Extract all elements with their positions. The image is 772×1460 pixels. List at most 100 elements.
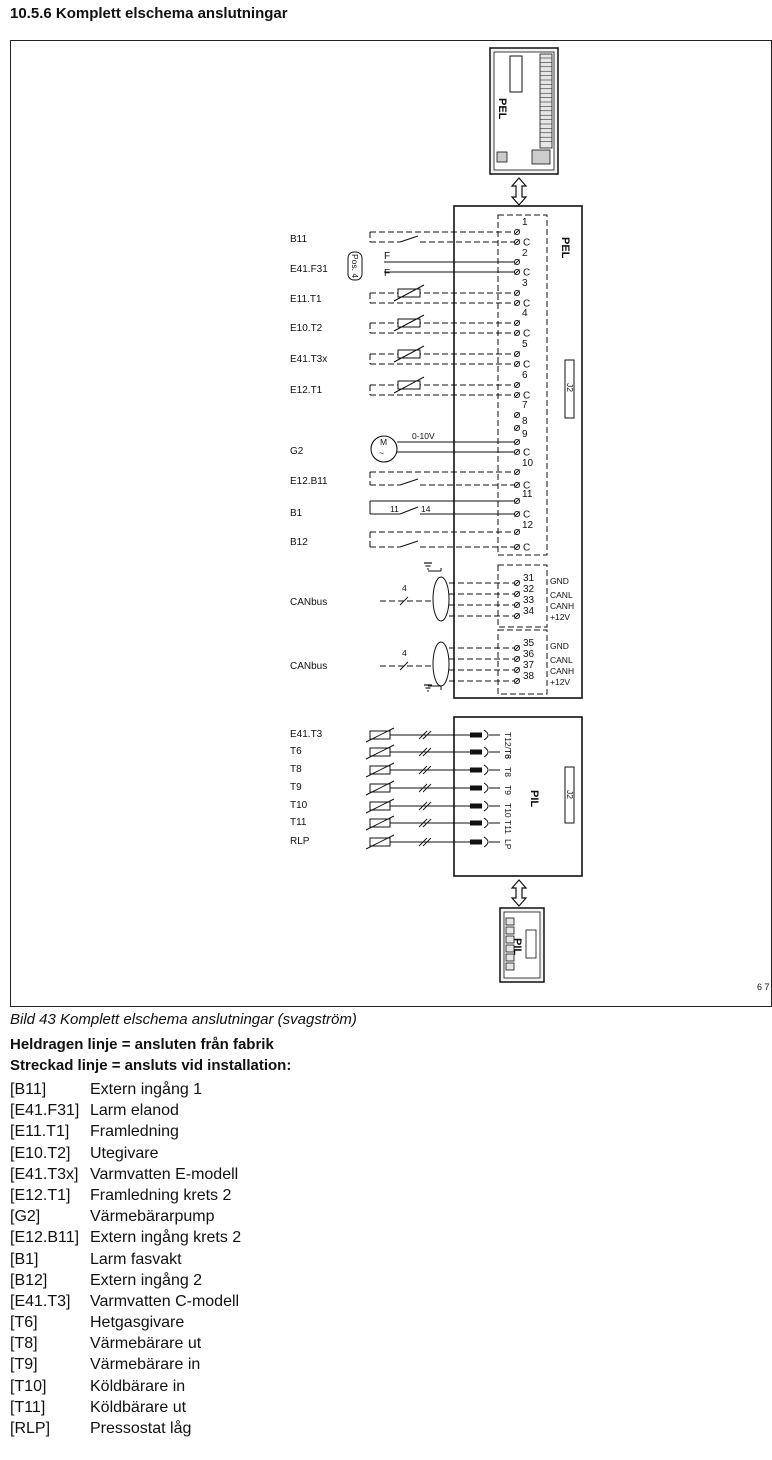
common-terminal-label: C xyxy=(523,299,530,310)
pil-board-slot xyxy=(525,929,537,959)
pil-cable-slash xyxy=(418,730,428,740)
screw-slash xyxy=(514,259,520,265)
screw-slash xyxy=(514,449,520,455)
pil-socket xyxy=(483,782,489,794)
pil-board-connector xyxy=(505,935,515,944)
pel-panel-ref: J2 xyxy=(565,383,575,392)
screw-slash xyxy=(514,269,520,275)
legend-desc: Larm elanod xyxy=(90,1102,179,1120)
legend-desc: Extern ingång 2 xyxy=(90,1271,203,1289)
screw-slash xyxy=(514,290,520,296)
screw-slash xyxy=(514,439,520,445)
legend-code: [B11] xyxy=(10,1081,47,1098)
screw-slash xyxy=(514,320,520,326)
pil-cable-slash xyxy=(418,818,428,828)
pil-cable-slash xyxy=(422,783,432,793)
pil-plug xyxy=(470,767,482,773)
legend-desc: Värmebärare in xyxy=(90,1356,201,1374)
e12-b11-switch xyxy=(399,478,419,486)
can-terminal-block-1 xyxy=(497,564,548,628)
pil-socket xyxy=(483,764,489,776)
pil-panel-ref: J2 xyxy=(565,790,575,799)
motor-glyph: M xyxy=(380,437,387,447)
common-terminal-label: C xyxy=(523,481,530,492)
pil-link-arrow xyxy=(510,879,528,907)
pil-sensor-slash xyxy=(365,727,395,743)
common-terminal-label: C xyxy=(523,329,530,340)
screw-slash xyxy=(514,678,520,684)
pil-terminal-label: T8 xyxy=(503,767,513,777)
pil-sensor-slash xyxy=(365,762,395,778)
can-signal-label: CANL xyxy=(550,590,573,600)
pil-board-label: PIL xyxy=(511,938,523,955)
pil-terminal-label: T10 xyxy=(503,803,513,818)
e41-f31-fuse-mark: F xyxy=(384,251,390,262)
canbus-cable-slash xyxy=(399,661,409,671)
screw-slash xyxy=(514,580,520,586)
legend-code: [T11] xyxy=(10,1398,46,1416)
common-terminal-label: C xyxy=(523,268,530,279)
common-terminal-label: C xyxy=(523,391,530,402)
pil-cable-slash xyxy=(418,837,428,847)
pil-socket xyxy=(483,800,489,812)
legend-dashed-line-note: Streckad linje = ansluts vid installatio… xyxy=(10,1057,292,1074)
figure-id: 6 7 xyxy=(757,982,770,992)
can-signal-label: CANH xyxy=(550,666,574,676)
legend-desc: Framledning krets 2 xyxy=(90,1186,232,1204)
pil-cable-slash xyxy=(418,801,428,811)
canbus-label: CANbus xyxy=(290,597,327,608)
e10-t2-slash xyxy=(393,314,425,332)
pil-terminal-label: T11 xyxy=(503,820,513,834)
wiring-diagram: PELPELJ2B111E41.F312E11.T13E10.T24E41.T3… xyxy=(290,47,583,983)
pil-terminal-label: T9 xyxy=(503,785,513,795)
legend-code: [RLP] xyxy=(10,1420,51,1437)
legend-code: [E12.T1] xyxy=(10,1186,71,1204)
legend-code: [T10] xyxy=(10,1377,47,1395)
pel-terminal-number: 7 xyxy=(522,400,528,411)
legend-desc: Larm fasvakt xyxy=(90,1250,182,1268)
pel-input-label-2: E11.T1 xyxy=(290,294,322,305)
canbus-shield xyxy=(432,641,450,687)
pil-sensor-slash xyxy=(365,780,395,796)
pil-board-connector xyxy=(505,953,515,962)
pel-terminal-number: 12 xyxy=(522,520,534,531)
pel-input-label-0: B11 xyxy=(290,234,307,245)
screw-slash xyxy=(514,330,520,336)
legend-code: [E12.B11] xyxy=(10,1229,80,1247)
b1-terminal-a: 11 xyxy=(390,504,399,514)
pil-board-connector xyxy=(505,926,515,935)
legend-code: [T9] xyxy=(10,1356,38,1374)
pel-terminal-number: 4 xyxy=(522,308,528,319)
pil-unit xyxy=(453,716,583,877)
pel-terminal-number: 5 xyxy=(522,339,528,350)
pel-terminal-number: 6 xyxy=(522,370,528,381)
can-terminal-number: 35 xyxy=(523,638,535,649)
legend-code: [B1] xyxy=(10,1250,39,1268)
pel-terminal-number: 8 xyxy=(522,416,528,427)
legend-desc: Varmvatten C-modell xyxy=(90,1292,240,1310)
legend-solid-line-note: Heldragen linje = ansluten från fabrik xyxy=(10,1036,274,1053)
common-terminal-label: C xyxy=(523,238,530,249)
can-signal-label: +12V xyxy=(550,677,570,687)
pil-plug xyxy=(470,820,482,826)
pel-input-label-5: E12.T1 xyxy=(290,385,323,396)
pel-input-label-4: E41.T3x xyxy=(290,354,327,365)
pil-plug xyxy=(470,785,482,791)
pil-cable-slash xyxy=(422,747,432,757)
b1-terminal-b: 14 xyxy=(421,504,431,514)
pel-input-label-3: E10.T2 xyxy=(290,323,323,334)
pel-input-label-10: E12.B11 xyxy=(290,476,328,487)
screw-slash xyxy=(514,498,520,504)
pel-terminal-number: 10 xyxy=(522,458,534,469)
pos-marker-label: Pos. 4 xyxy=(350,254,360,278)
g2-signal-label: 0-10V xyxy=(412,431,435,441)
legend-desc: Hetgasgivare xyxy=(90,1314,185,1332)
figure-caption: Bild 43 Komplett elschema anslutningar (… xyxy=(10,1011,357,1028)
legend-desc: Köldbärare ut xyxy=(90,1398,187,1416)
pos-marker-badge xyxy=(347,251,363,281)
pel-panel-slot xyxy=(564,359,575,419)
can-terminal-number: 36 xyxy=(523,649,535,660)
can-signal-label: GND xyxy=(550,641,569,651)
pel-input-label-1: E41.F31 xyxy=(290,264,328,275)
can-terminal-number: 31 xyxy=(523,573,535,584)
